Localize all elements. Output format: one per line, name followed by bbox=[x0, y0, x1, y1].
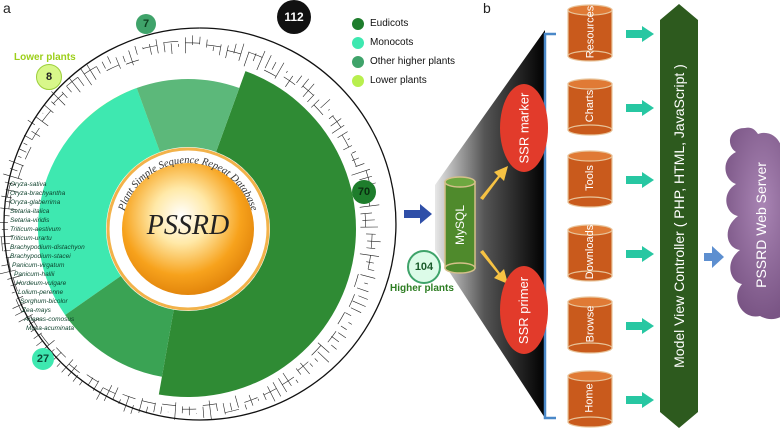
species-label: Brachypodium-distachyon bbox=[10, 244, 85, 251]
web-server-label-wrap: PSSRD Web Server bbox=[726, 130, 780, 320]
species-label: Oryza-brachyantha bbox=[10, 190, 66, 197]
lower-plants-label: Lower plants bbox=[14, 52, 76, 63]
higher-count-badge: 104 bbox=[407, 250, 441, 284]
species-label: Hordeum-vulgare bbox=[16, 280, 67, 287]
outer-ring bbox=[3, 27, 397, 421]
panel-b-label: b bbox=[483, 0, 491, 16]
mysql-cylinder bbox=[444, 176, 476, 274]
mvc-label: Model View Controller ( PHP, HTML, JavaS… bbox=[671, 64, 688, 368]
ssr-marker-label: SSR marker bbox=[516, 92, 532, 163]
legend-item-other-higher: Other higher plants bbox=[352, 52, 472, 71]
species-label: Ananas-comosus bbox=[24, 316, 75, 323]
input-arrow bbox=[404, 204, 432, 224]
species-label: Musa-acuminata bbox=[26, 325, 75, 332]
module-charts[interactable]: Charts bbox=[566, 78, 614, 136]
species-label: Brachypodium-stacei bbox=[10, 253, 71, 260]
tree-branches bbox=[0, 35, 381, 420]
web-server-cloud bbox=[725, 127, 780, 320]
species-label: Setaria-italica bbox=[10, 208, 50, 215]
legend-swatch bbox=[352, 55, 364, 68]
module-arrow bbox=[626, 318, 654, 334]
architecture-diagram bbox=[404, 4, 780, 428]
module-downloads[interactable]: Downloads bbox=[566, 224, 614, 282]
module-arrow bbox=[626, 172, 654, 188]
higher-plants-label: Higher plants bbox=[390, 283, 454, 294]
species-label: Zea-mays bbox=[22, 307, 51, 314]
panel-a-label: a bbox=[3, 0, 11, 16]
arrow-to-primer bbox=[480, 250, 508, 284]
species-label: Oryza-sativa bbox=[10, 181, 47, 188]
clade-wedges bbox=[38, 71, 357, 398]
eudicots-count-badge: 70 bbox=[352, 180, 376, 204]
legend-swatch bbox=[352, 17, 364, 30]
module-arrow bbox=[626, 246, 654, 262]
species-label: Panicum-virgatum bbox=[12, 262, 65, 269]
module-label: Tools bbox=[584, 165, 596, 191]
species-label: Lolium-perenne bbox=[18, 289, 64, 296]
module-label: Charts bbox=[584, 89, 596, 123]
mvc-bar bbox=[660, 4, 698, 428]
ssr-marker-wrap: SSR marker bbox=[500, 84, 548, 172]
module-label: Home bbox=[584, 383, 596, 413]
mysql-label-wrap: MySQL bbox=[445, 182, 475, 268]
server-arrow bbox=[704, 246, 724, 268]
module-home[interactable]: Home bbox=[566, 370, 614, 428]
legend-item-eudicots: Eudicots bbox=[352, 14, 472, 33]
species-label: Oryza-glaberrima bbox=[10, 199, 61, 206]
legend-item-lower: Lower plants bbox=[352, 71, 472, 90]
center-title: PSSRD bbox=[146, 210, 230, 241]
total-count-badge: 112 bbox=[277, 0, 311, 34]
species-label: Panicum-hallii bbox=[14, 271, 55, 278]
module-label: Browse bbox=[584, 305, 596, 343]
other-higher-count-badge: 7 bbox=[136, 14, 156, 34]
ssr-primer-node bbox=[500, 266, 548, 354]
legend: Eudicots Monocots Other higher plants Lo… bbox=[352, 14, 472, 90]
legend-swatch bbox=[352, 36, 364, 49]
species-label: Triticum-aestivum bbox=[10, 226, 61, 233]
ssr-primer-label: SSR primer bbox=[516, 276, 532, 344]
legend-item-monocots: Monocots bbox=[352, 33, 472, 52]
module-resources[interactable]: Resources bbox=[566, 4, 614, 62]
mysql-label: MySQL bbox=[453, 204, 468, 246]
legend-swatch bbox=[352, 74, 364, 87]
module-browse[interactable]: Browse bbox=[566, 296, 614, 354]
module-arrow bbox=[626, 100, 654, 116]
species-label: Setaria-viridis bbox=[10, 217, 50, 224]
mvc-label-wrap: Model View Controller ( PHP, HTML, JavaS… bbox=[660, 10, 698, 422]
arrow-to-marker bbox=[480, 166, 508, 200]
module-label: Downloads bbox=[584, 224, 597, 280]
lower-count-badge: 8 bbox=[36, 64, 62, 90]
ssr-marker-node bbox=[500, 84, 548, 172]
module-arrow bbox=[626, 392, 654, 408]
core-disc bbox=[122, 163, 254, 295]
phylogenetic-tree bbox=[0, 27, 397, 421]
web-server-label: PSSRD Web Server bbox=[753, 162, 769, 288]
module-arrow bbox=[626, 26, 654, 42]
module-tools[interactable]: Tools bbox=[566, 150, 614, 208]
species-label: Sorghum-bicolor bbox=[20, 298, 68, 305]
ssr-primer-wrap: SSR primer bbox=[500, 266, 548, 354]
monocots-count-badge: 27 bbox=[32, 348, 54, 370]
module-bracket bbox=[543, 32, 556, 420]
species-label: Triticum-urartu bbox=[10, 235, 52, 242]
module-label: Resources bbox=[584, 5, 597, 59]
